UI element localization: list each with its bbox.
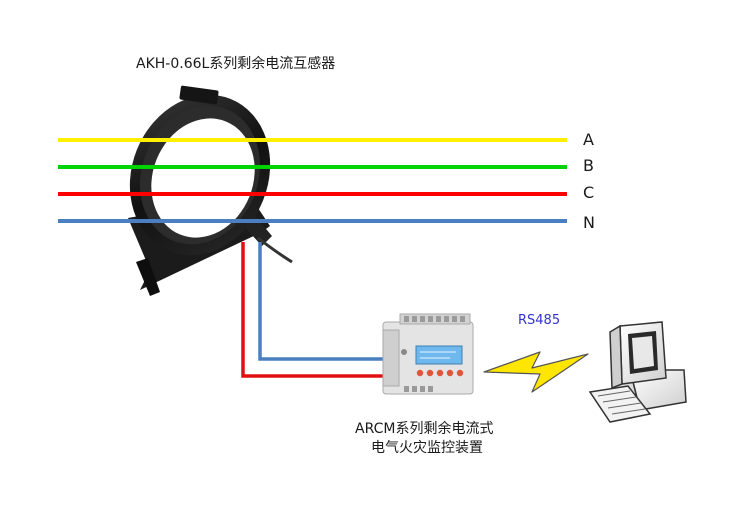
phase-c-label: C <box>583 183 595 202</box>
ct-title: AKH-0.66L系列剩余电流互感器 <box>136 56 336 72</box>
phase-n-label: N <box>583 213 595 232</box>
lightning-bolt-icon <box>483 351 589 393</box>
current-transformer-icon <box>128 85 293 296</box>
rs485-label: RS485 <box>518 313 561 328</box>
device-title-line2: 电气火灾监控装置 <box>371 440 483 456</box>
monitor-device-icon <box>382 313 474 395</box>
signal-wire-red <box>241 242 383 378</box>
computer-icon <box>588 321 687 423</box>
signal-wires <box>241 242 383 378</box>
phase-b-label: B <box>583 156 594 175</box>
device-title-line1: ARCM系列剩余电流式 <box>355 421 494 437</box>
phase-a-label: A <box>583 130 594 149</box>
phase-wires <box>58 138 567 223</box>
signal-wire-blue <box>258 242 383 361</box>
